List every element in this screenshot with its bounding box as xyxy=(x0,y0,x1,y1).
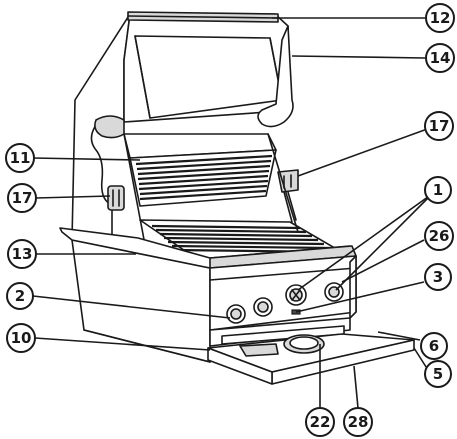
callout-14-label: 14 xyxy=(430,49,451,67)
callout-5-label: 5 xyxy=(433,365,443,383)
hood-right-side xyxy=(257,25,294,128)
callout-26: 26 xyxy=(424,221,454,251)
callout-10-label: 10 xyxy=(11,329,32,347)
callout-28-label: 28 xyxy=(348,413,369,431)
callout-11: 11 xyxy=(5,143,35,173)
callout-12-label: 12 xyxy=(430,9,451,27)
callout-6: 6 xyxy=(420,332,448,360)
side-bracket-right xyxy=(277,169,299,223)
callout-2-label: 2 xyxy=(15,287,25,305)
callout-17-right: 17 xyxy=(424,111,454,141)
callout-17-right-label: 17 xyxy=(429,117,450,135)
callout-3: 3 xyxy=(424,263,452,291)
side-bracket-left xyxy=(107,185,125,211)
grill-lid xyxy=(71,11,294,241)
callout-28: 28 xyxy=(343,407,373,437)
callout-17-left: 17 xyxy=(7,183,37,213)
callout-13-label: 13 xyxy=(12,245,33,263)
callout-17-left-label: 17 xyxy=(12,189,33,207)
callout-6-label: 6 xyxy=(429,337,439,355)
warming-rack xyxy=(123,133,277,207)
callout-14: 14 xyxy=(425,43,455,73)
callout-3-label: 3 xyxy=(433,268,443,286)
callout-2: 2 xyxy=(6,282,34,310)
control-knobs xyxy=(226,282,344,324)
hood-scoop-left xyxy=(94,115,125,139)
callout-1-label: 1 xyxy=(433,181,443,199)
callout-5: 5 xyxy=(424,360,452,388)
callout-22-label: 22 xyxy=(310,413,331,431)
callout-22: 22 xyxy=(305,407,335,437)
callout-12: 12 xyxy=(425,3,455,33)
leader-lines xyxy=(32,17,433,409)
callout-13: 13 xyxy=(7,239,37,269)
knob-igniter xyxy=(285,284,307,306)
callout-11-label: 11 xyxy=(10,149,31,167)
callout-26-label: 26 xyxy=(429,227,450,245)
drip-tray xyxy=(83,317,415,385)
knob-2 xyxy=(253,297,273,317)
callout-1: 1 xyxy=(424,176,452,204)
callout-10: 10 xyxy=(6,323,36,353)
knob-1 xyxy=(226,304,246,324)
